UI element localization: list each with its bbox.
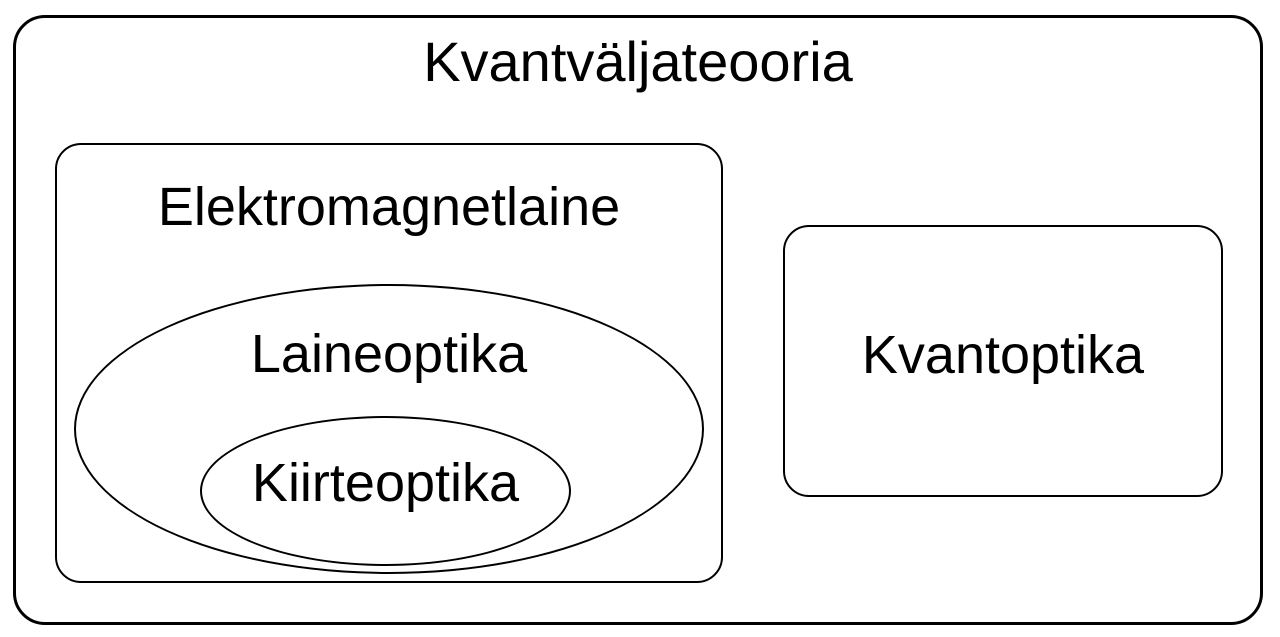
set-elektromagnetlaine: Elektromagnetlaine Laineoptika Kiirteopt…: [55, 143, 723, 583]
set-label-kvantvaljateooria: Kvantväljateooria: [423, 30, 853, 93]
set-kvantoptika: Kvantoptika: [783, 225, 1223, 497]
set-label-kiirteoptika: Kiirteoptika: [251, 453, 520, 513]
set-label-laineoptika: Laineoptika: [250, 324, 528, 384]
set-kiirteoptika: Kiirteoptika: [200, 416, 571, 566]
set-label-kvantoptika: Kvantoptika: [861, 325, 1145, 385]
set-laineoptika: Laineoptika Kiirteoptika: [74, 284, 704, 574]
set-label-elektromagnetlaine: Elektromagnetlaine: [157, 177, 621, 237]
set-kvantvaljateooria: Kvantväljateooria Elektromagnetlaine Lai…: [13, 15, 1263, 625]
